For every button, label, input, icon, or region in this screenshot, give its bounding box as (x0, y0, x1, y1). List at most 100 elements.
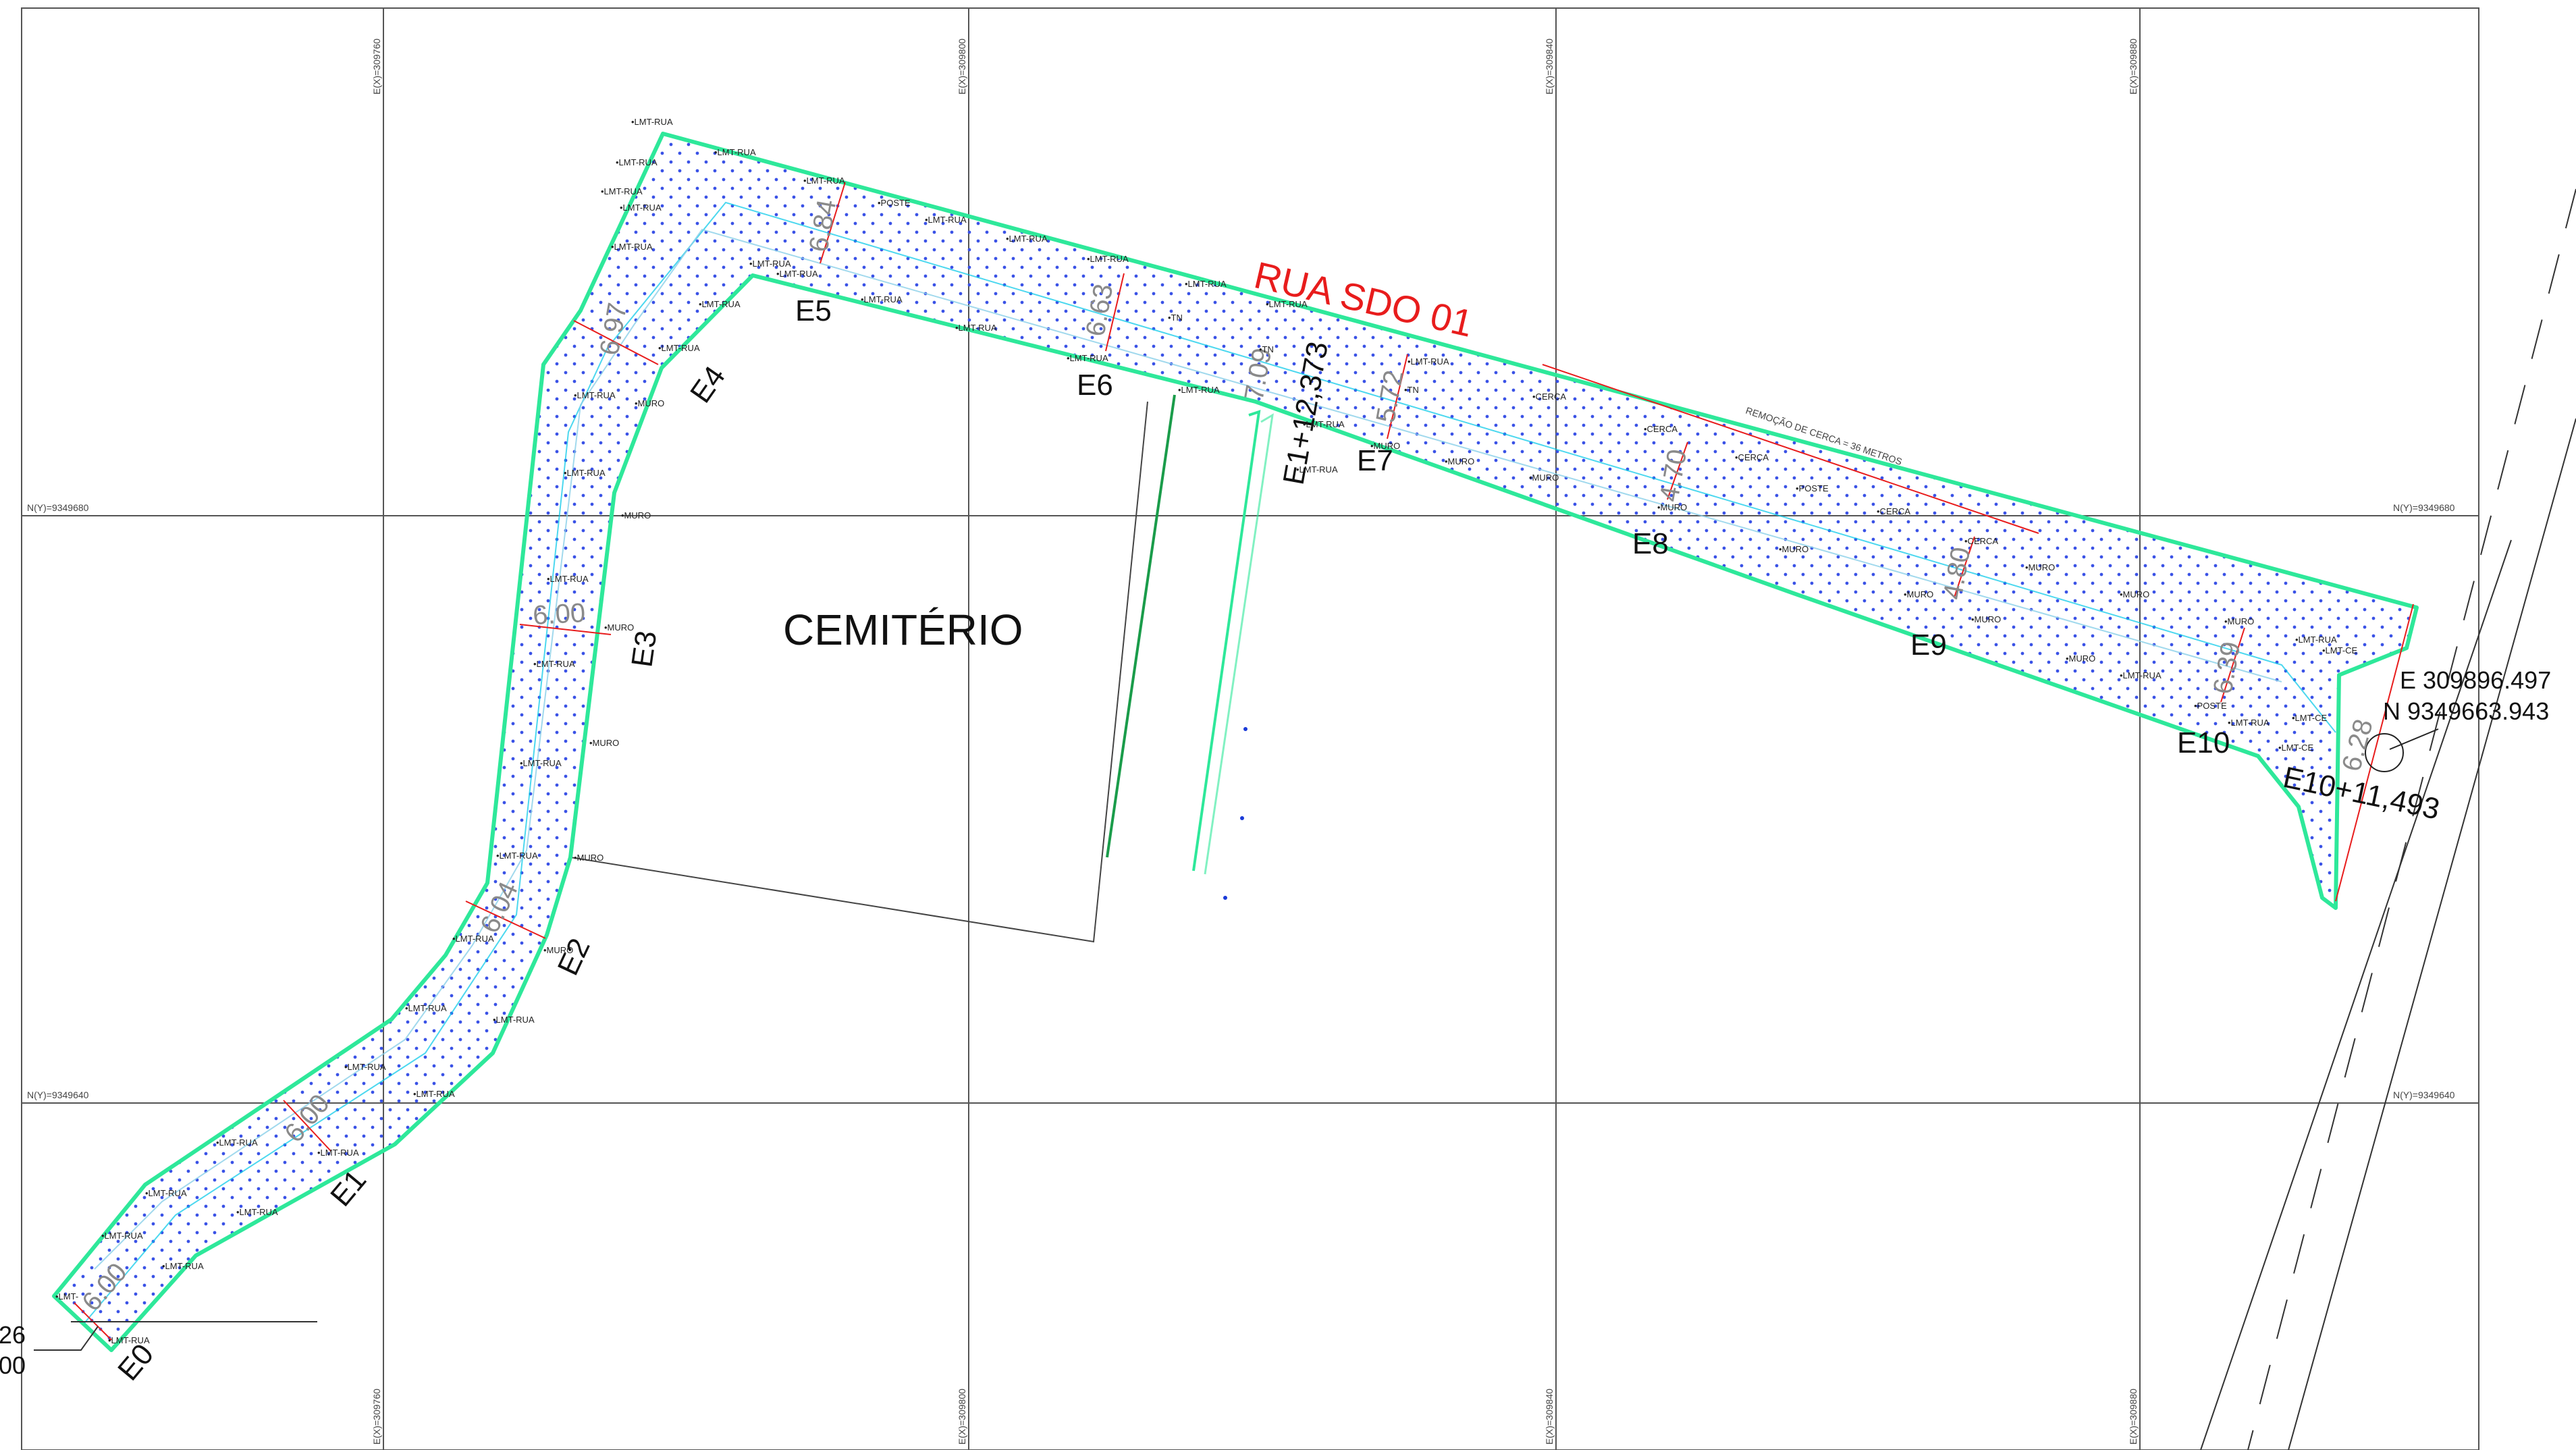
grid-label-e-309760-top: E(X)=309760 (371, 38, 382, 95)
grid-label-n-9349680-left: N(Y)=9349680 (27, 502, 89, 513)
grid-labels: E(X)=309760 E(X)=309800 E(X)=309840 E(X)… (27, 38, 2455, 1445)
point-lmt-rua: •LMT-RUA (714, 147, 756, 157)
start-coordinate: 26 00 (0, 1321, 317, 1379)
cemetery-label: CEMITÉRIO (783, 606, 1023, 654)
grid-label-e-309760-bottom: E(X)=309760 (371, 1389, 382, 1445)
grid-label-e-309800-top: E(X)=309800 (957, 38, 967, 95)
point-muro: •MURO (574, 853, 603, 863)
cemetery-boundary (570, 401, 1148, 943)
point-muro: •MURO (1529, 473, 1559, 483)
point-lmt-rua: •LMT-RUA (749, 259, 791, 269)
end-coordinate: E 309896.497 N 9349663.943 (2365, 666, 2551, 772)
grid-label-e-309800-bottom: E(X)=309800 (957, 1389, 967, 1445)
point-lmt-rua: •LMT-RUA (108, 1335, 150, 1345)
point-muro: •MURO (2025, 562, 2055, 572)
point-cerca: •CERCA (1644, 424, 1678, 434)
point-tn: •TN (1259, 344, 1274, 354)
point-muro: •MURO (604, 622, 634, 633)
point-muro: •MURO (1904, 589, 1933, 599)
point-lmt-rua: •LMT-RUA (1303, 419, 1345, 429)
point-lmt-rua: •LMT-RUA (616, 157, 658, 167)
point-lmt-rua: •LMT-RUA (533, 659, 575, 669)
start-coordinate-line-1: 26 (0, 1321, 26, 1349)
point-lmt-ce: •LMT-CE (2292, 713, 2328, 723)
branch-road (1192, 410, 1274, 875)
road-axis (84, 201, 2336, 1324)
point-lmt-rua: •LMT-RUA (496, 851, 538, 861)
point-lmt-rua: •LMT-RUA (776, 269, 818, 279)
point-lmt-rua: •LMT-RUA (1407, 356, 1449, 367)
point-lmt-rua: •LMT-RUA (145, 1188, 187, 1198)
point-lmt-rua: •LMT-RUA (236, 1207, 278, 1217)
point-lmt-rua: •LMT-RUA (699, 299, 741, 309)
grid-label-e-309880-top: E(X)=309880 (2128, 38, 2139, 95)
point-lmt-rua: •LMT-RUA (803, 176, 845, 186)
point-lmt-rua: •LMT-RUA (547, 574, 589, 584)
point-lmt-ce: •LMT-CE (2278, 743, 2314, 753)
point-lmt-rua: •LMT-RUA (620, 203, 662, 213)
point-lmt-rua: •LMT-RUA (1266, 299, 1308, 309)
point-lmt-rua: •LMT-RUA (2120, 670, 2162, 680)
start-coordinate-line-2: 00 (0, 1351, 26, 1379)
grid-label-e-309840-top: E(X)=309840 (1544, 38, 1555, 95)
point-lmt-rua: •LMT-RUA (1067, 353, 1108, 363)
point-muro: •MURO (1445, 456, 1474, 466)
point-muro: •MURO (1971, 614, 2001, 624)
point-lmt-rua: •LMT-RUA (955, 323, 997, 333)
station-e4: E4 (684, 360, 732, 409)
fence-removal-line (1542, 364, 2039, 534)
point-poste: •POSTE (2194, 701, 2227, 711)
end-point-marker (2365, 733, 2404, 772)
station-labels: E0 E1 E2 E3 E4 E5 E6 E1+12,373 E7 E8 E9 … (111, 294, 2442, 1387)
grid-label-n-9349640-right: N(Y)=9349640 (2393, 1090, 2455, 1100)
drawing-frame (21, 7, 2479, 1450)
station-e2: E2 (552, 934, 597, 980)
station-e8: E8 (1632, 527, 1669, 560)
cemetery-markers (1223, 727, 1247, 900)
grid-label-e-309880-bottom: E(X)=309880 (2128, 1389, 2139, 1445)
point-lmt-rua: •LMT-RUA (452, 934, 494, 944)
point-lmt-rua: •LMT-RUA (413, 1089, 455, 1099)
point-cerca: •CERCA (1964, 536, 1998, 546)
point-muro: •MURO (635, 398, 664, 408)
point-lmt-rua: •LMT-RUA (861, 294, 903, 304)
point-lmt-rua: •LMT-RUA (162, 1261, 204, 1271)
end-coordinate-n: N 9349663.943 (2383, 697, 2549, 725)
point-tn: •TN (1168, 313, 1183, 323)
coordinate-grid (22, 8, 2479, 1450)
point-muro: •MURO (543, 945, 573, 955)
point-lmt-rua: •LMT-RUA (1185, 279, 1227, 289)
point-lmt-ce: •LMT-CE (2322, 645, 2358, 655)
point-lmt-rua: •LMT-RUA (520, 758, 562, 768)
cemetery-wall-green (1106, 394, 1176, 858)
station-e7: E7 (1357, 444, 1393, 477)
point-lmt-partial: •LMT- (55, 1291, 78, 1301)
highway (2200, 188, 2576, 1450)
station-e9: E9 (1910, 628, 1947, 662)
point-lmt-rua: •LMT-RUA (317, 1148, 359, 1158)
point-muro: •MURO (2120, 589, 2149, 599)
point-muro: •MURO (1657, 502, 1687, 512)
point-lmt-rua: •LMT-RUA (631, 117, 673, 127)
station-e6: E6 (1077, 369, 1113, 402)
point-lmt-rua: •LMT-RUA (925, 215, 967, 225)
point-cerca: •CERCA (1877, 506, 1910, 516)
point-cerca: •CERCA (1532, 392, 1566, 402)
width-e10-end: 6.28 (2336, 716, 2379, 775)
point-muro: •MURO (1370, 441, 1400, 451)
station-e10: E10 (2177, 726, 2230, 759)
point-muro: •MURO (589, 738, 619, 748)
cross-sections (74, 182, 2414, 1341)
point-muro: •MURO (2224, 616, 2254, 626)
point-poste: •POSTE (878, 198, 911, 208)
point-lmt-rua: •LMT-RUA (601, 186, 643, 196)
point-lmt-rua: •LMT-RUA (493, 1015, 535, 1025)
grid-label-e-309840-bottom: E(X)=309840 (1544, 1389, 1555, 1445)
point-lmt-rua: •LMT-RUA (611, 242, 653, 252)
road-surface (52, 132, 2419, 1352)
point-lmt-rua: •LMT-RUA (564, 468, 606, 478)
survey-points: •LMT-RUA •LMT-RUA •LMT-RUA •LMT-RUA •LMT… (55, 117, 2358, 1345)
station-e5: E5 (795, 294, 832, 327)
point-muro: •MURO (2066, 653, 2095, 664)
